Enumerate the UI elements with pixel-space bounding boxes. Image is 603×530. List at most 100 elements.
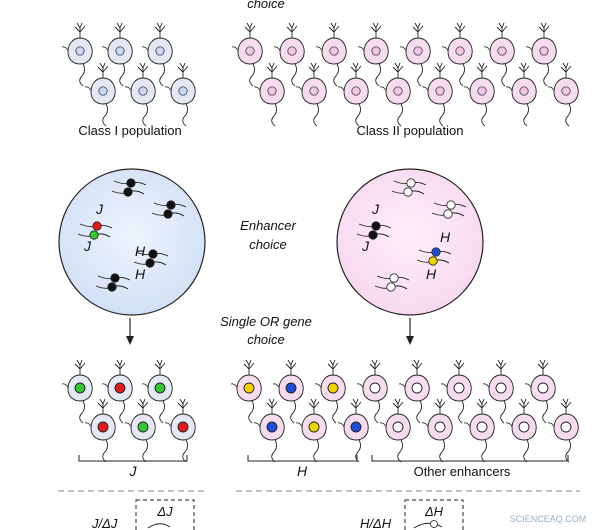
bottom-left-box [135,499,195,530]
class2-neuron-bottom-4-nucleus [393,86,403,96]
class2-neuron-top-4-nucleus [371,46,381,56]
right-strand-3 [374,273,410,292]
class1-neuron-6 [164,62,196,127]
class1-neuron-3-nucleus [155,46,165,56]
class1-chosen-top-3 [141,359,173,424]
right-strand-j-enhancer-a [371,221,381,231]
class2-chosen-top-5 [398,359,430,424]
bottom-right-box [404,499,464,530]
right-strand-j [356,221,392,240]
bottom-right-ratio: H/ΔH [360,516,392,530]
class2-chosen-top-3 [314,359,346,424]
right-strand-h-enhancer-a [431,247,441,257]
class2-neuron-bottom-5 [421,62,453,127]
class2-chosen-bottom-3-nucleus [350,421,362,433]
class2-chosen-top-5-nucleus [411,382,423,394]
class2-enhancer-chromatin [356,178,467,292]
left-strand-h [133,249,169,268]
left-strand-h-enhancer-a [148,249,158,259]
circle-left-label-j1: J [95,201,104,217]
right-strand-2 [431,200,467,219]
class1-neuron-5 [124,62,156,127]
class2-chosen-top-8 [524,359,556,424]
circle-left-label-h1: H [135,243,146,259]
class2-neuron-bottom-3-nucleus [351,86,361,96]
class2-neuron-top-8 [525,22,557,87]
circle-right-label-h2: H [426,266,437,282]
class2-neuron-top-1-nucleus [245,46,255,56]
class1-chosen-bottom-2 [124,398,156,463]
class1-neuron-1 [61,22,93,87]
class2-chosen-neurons [230,359,579,463]
right-strand-3-enhancer-a [389,273,399,283]
right-strand-1-enhancer-a [406,178,416,188]
class2-neuron-top-3 [315,22,347,87]
bracket-j [78,455,188,462]
class2-neuron-bottom-2-nucleus [309,86,319,96]
bracket-h-label: H [297,463,308,479]
class2-chosen-bottom-2-nucleus [308,421,320,433]
class2-neuron-bottom-6-nucleus [477,86,487,96]
left-strand-j-enhancer-a [92,221,102,231]
circle-right-label-j2: J [361,238,370,254]
class2-chosen-top-1-nucleus [243,382,255,394]
class1-chosen-bottom-3 [164,398,196,463]
class1-population-label: Class I population [78,123,181,138]
right-strand-2-enhancer-a [446,200,456,210]
class2-neuron-bottom-6 [463,62,495,127]
class2-neuron-top-5 [399,22,431,87]
class2-chosen-bottom-5 [421,398,453,463]
class2-neuron-bottom-2 [295,62,327,127]
bracket-j-label: J [129,463,138,479]
left-strand-3-enhancer-b [107,282,117,292]
class2-neuron-top-6 [441,22,473,87]
class2-neuron-bottom-8 [547,62,579,127]
right-strand-3-enhancer-b [386,282,396,292]
enhancer-choice-label-1: Enhancer [240,218,296,233]
class2-population-label: Class II population [357,123,464,138]
class2-neuron-top-2 [273,22,305,87]
bracket-other-label: Other enhancers [414,464,511,479]
class2-neuron-top-7-nucleus [497,46,507,56]
class1-neuron-2-nucleus [115,46,125,56]
right-strand-1-enhancer-b [403,187,413,197]
class2-chosen-bottom-2 [295,398,327,463]
class1-chosen-top-2-nucleus [114,382,126,394]
single-or-label-2: choice [247,332,285,347]
class1-neuron-1-nucleus [75,46,85,56]
class2-neuron-top-1 [231,22,263,87]
class1-enhancer-chromatin [77,178,187,292]
bracket-other [371,455,569,462]
class2-neuron-top-5-nucleus [413,46,423,56]
bottom-left-box-label: ΔJ [156,504,173,519]
left-strand-2-enhancer-a [166,200,176,210]
right-strand-h [416,247,452,266]
class2-chosen-top-2 [272,359,304,424]
class1-chosen-bottom-1-nucleus [97,421,109,433]
class2-chosen-bottom-7-nucleus [518,421,530,433]
class2-chosen-top-3-nucleus [327,382,339,394]
class2-chosen-bottom-3 [337,398,369,463]
class2-chosen-top-7 [482,359,514,424]
class2-neuron-top-4 [357,22,389,87]
class2-neuron-bottom-1-nucleus [267,86,277,96]
circle-left-label-j2: J [83,238,92,254]
right-strand-2-enhancer-b [443,209,453,219]
arrow-left [126,318,134,345]
class2-neuron-bottom-1 [253,62,285,127]
class2-chosen-bottom-6 [463,398,495,463]
circle-right-label-j1: J [371,201,380,217]
circle-left-label-h2: H [135,266,146,282]
bottom-left-ratio: J/ΔJ [91,516,118,530]
class2-chosen-bottom-1 [253,398,285,463]
left-strand-2 [151,200,187,219]
class2-chosen-top-2-nucleus [285,382,297,394]
class1-neuron-3 [141,22,173,87]
class2-chosen-bottom-7 [505,398,537,463]
class1-chosen-bottom-3-nucleus [177,421,189,433]
class2-neuron-bottom-5-nucleus [435,86,445,96]
class2-chosen-top-1 [230,359,262,424]
class2-neuron-top-3-nucleus [329,46,339,56]
left-strand-1-enhancer-b [123,187,133,197]
class2-chosen-bottom-4-nucleus [392,421,404,433]
